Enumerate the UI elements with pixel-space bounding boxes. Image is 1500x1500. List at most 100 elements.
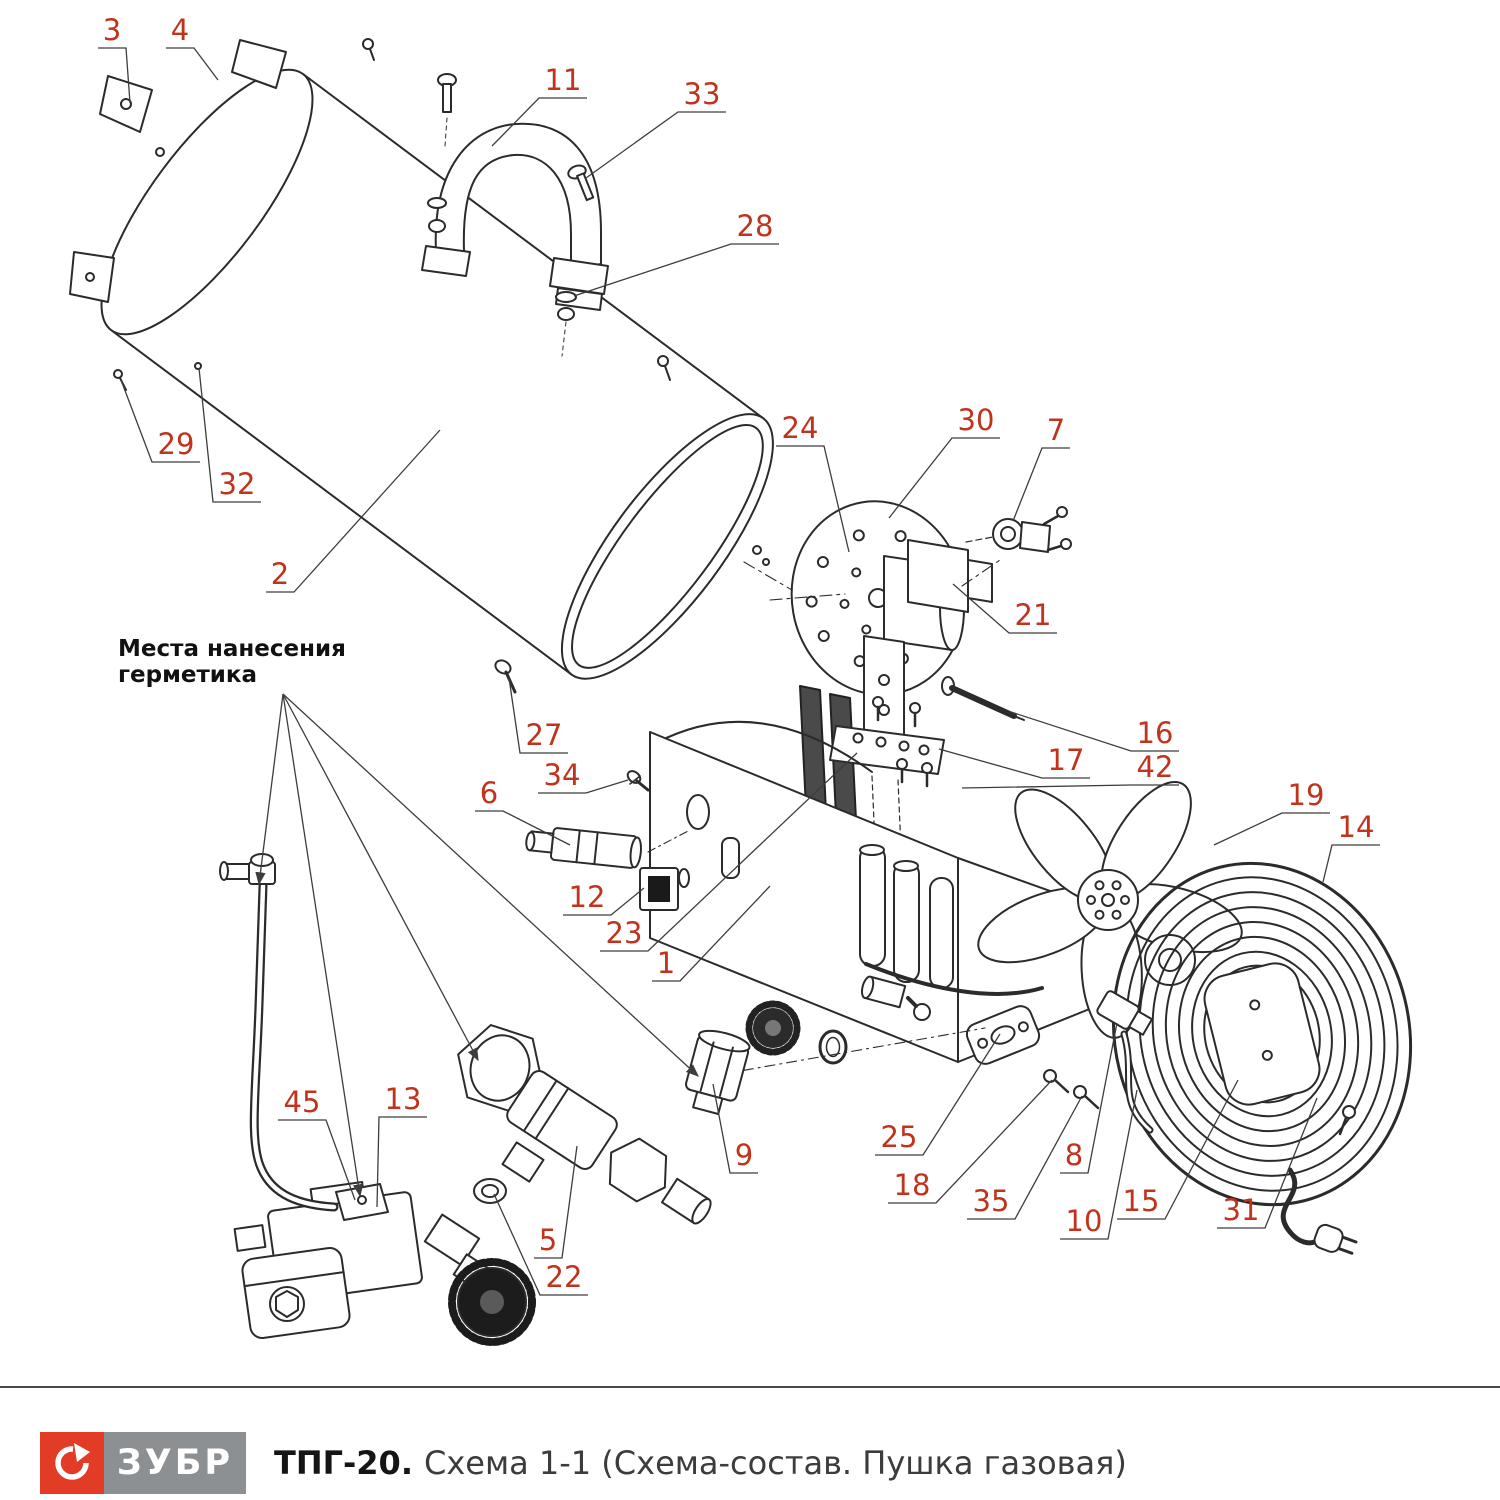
- leader-line-19: [1213, 812, 1330, 846]
- callout-14: 14: [1338, 810, 1375, 844]
- callout-33: 33: [684, 77, 721, 111]
- leader-line-24: [776, 445, 850, 553]
- callout-32: 32: [219, 467, 256, 501]
- leader-line-12: [563, 887, 645, 916]
- part-gas-elbow: [1096, 990, 1153, 1036]
- part-knurled-knob: [448, 1258, 536, 1346]
- leader-line-15: [1117, 1079, 1239, 1220]
- leader-line-21: [952, 583, 1057, 634]
- part-coupling-nut: [745, 1000, 801, 1056]
- leader-line-18: [888, 1079, 1053, 1204]
- leader-line-29: [120, 379, 200, 463]
- part-power-cord: [1280, 1105, 1358, 1255]
- part-gas-pipe: [219, 853, 339, 1212]
- leader-line-8: [1060, 1022, 1118, 1174]
- leader-line-10: [1060, 1089, 1138, 1240]
- callout-29: 29: [158, 427, 195, 461]
- brand-wordmark-bg: ЗУБР: [104, 1432, 246, 1494]
- part-o-ring: [818, 1029, 848, 1065]
- callout-10: 10: [1066, 1204, 1103, 1238]
- callout-7: 7: [1047, 413, 1065, 447]
- leader-line-27: [508, 677, 568, 754]
- leader-line-30: [888, 437, 1000, 519]
- leader-line-14: [1322, 844, 1380, 883]
- part-gas-hose: [1120, 1030, 1154, 1134]
- part-gas-pipes: [859, 844, 1044, 1021]
- footer-divider: [0, 1386, 1500, 1388]
- callout-30: 30: [958, 403, 995, 437]
- part-thermocouple: [941, 676, 1025, 721]
- leader-line-4: [166, 47, 219, 81]
- sealant-pointer-line: [255, 693, 284, 886]
- callout-45: 45: [284, 1085, 321, 1119]
- callout-3: 3: [103, 13, 121, 47]
- sealant-pointer-lines: [255, 693, 699, 1198]
- leader-line-45: [278, 1119, 356, 1201]
- figure-model: ТПГ-20.: [274, 1444, 413, 1482]
- part-union-fitting: [685, 1029, 751, 1116]
- part-screw-34: [626, 770, 650, 792]
- leader-line-17: [938, 748, 1090, 779]
- construction-lines: [743, 559, 1001, 601]
- brand-emblem-icon: [55, 1443, 90, 1480]
- footer-row: ЗУБР ТПГ-20. Схема 1-1 (Схема-состав. Пуш…: [0, 1388, 1500, 1494]
- part-screw-27: [494, 659, 517, 694]
- callout-15: 15: [1123, 1184, 1160, 1218]
- callout-8: 8: [1065, 1138, 1083, 1172]
- leader-line-2: [266, 429, 441, 593]
- callout-27: 27: [526, 718, 563, 752]
- leader-line-16: [1010, 711, 1179, 752]
- leader-line-9: [712, 1083, 758, 1174]
- figure-caption: ТПГ-20. Схема 1-1 (Схема-состав. Пушка га…: [274, 1444, 1127, 1482]
- leader-line-42: [961, 784, 1179, 789]
- part-handle: [421, 122, 609, 311]
- callout-18: 18: [894, 1168, 931, 1202]
- fasteners-top: [362, 38, 770, 566]
- brand-logo: ЗУБР: [40, 1432, 246, 1494]
- part-housing: [100, 68, 774, 680]
- figure-subtitle: Схема 1-1 (Схема-состав. Пушка газовая): [423, 1444, 1127, 1482]
- callout-23: 23: [606, 916, 643, 950]
- sealant-note-line2: герметика: [118, 662, 257, 688]
- leader-line-1: [652, 885, 771, 982]
- callout-17: 17: [1048, 743, 1085, 777]
- callout-24: 24: [782, 411, 819, 445]
- footer: ЗУБР ТПГ-20. Схема 1-1 (Схема-состав. Пуш…: [0, 1386, 1500, 1494]
- leader-line-3: [98, 47, 131, 104]
- part-switch: [639, 867, 679, 911]
- callout-34: 34: [544, 758, 581, 792]
- callout-1: 1: [657, 946, 675, 980]
- sealant-pointer-line: [282, 693, 364, 1198]
- callout-4: 4: [171, 13, 189, 47]
- part-igniter-fitting: [525, 827, 691, 869]
- part-burner-cup: [883, 539, 993, 651]
- part-burner-flange: [965, 1005, 1100, 1110]
- part-motor: [1144, 934, 1196, 986]
- callout-13: 13: [385, 1082, 422, 1116]
- leader-line-35: [967, 1095, 1083, 1220]
- leader-line-6: [475, 810, 571, 846]
- leader-line-11: [491, 97, 587, 147]
- callout-21: 21: [1015, 598, 1052, 632]
- leader-line-32: [198, 367, 261, 503]
- part-gas-valve-body: [457, 1024, 712, 1225]
- callout-11: 11: [545, 63, 582, 97]
- sealant-pointer-line: [282, 693, 479, 1062]
- axis-line: [699, 1027, 986, 1079]
- callout-2: 2: [271, 557, 289, 591]
- leader-line-28: [573, 243, 779, 297]
- leader-line-22: [493, 1193, 588, 1296]
- brand-name: ЗУБР: [116, 1443, 234, 1483]
- brand-emblem: [40, 1432, 104, 1494]
- callout-25: 25: [881, 1120, 918, 1154]
- callout-12: 12: [569, 880, 606, 914]
- callout-42: 42: [1137, 750, 1174, 784]
- leader-line-23: [600, 752, 858, 952]
- callout-6: 6: [480, 776, 498, 810]
- callout-9: 9: [735, 1138, 753, 1172]
- callout-5: 5: [539, 1223, 557, 1257]
- leader-line-33: [585, 111, 726, 179]
- leader-line-7: [1012, 447, 1070, 522]
